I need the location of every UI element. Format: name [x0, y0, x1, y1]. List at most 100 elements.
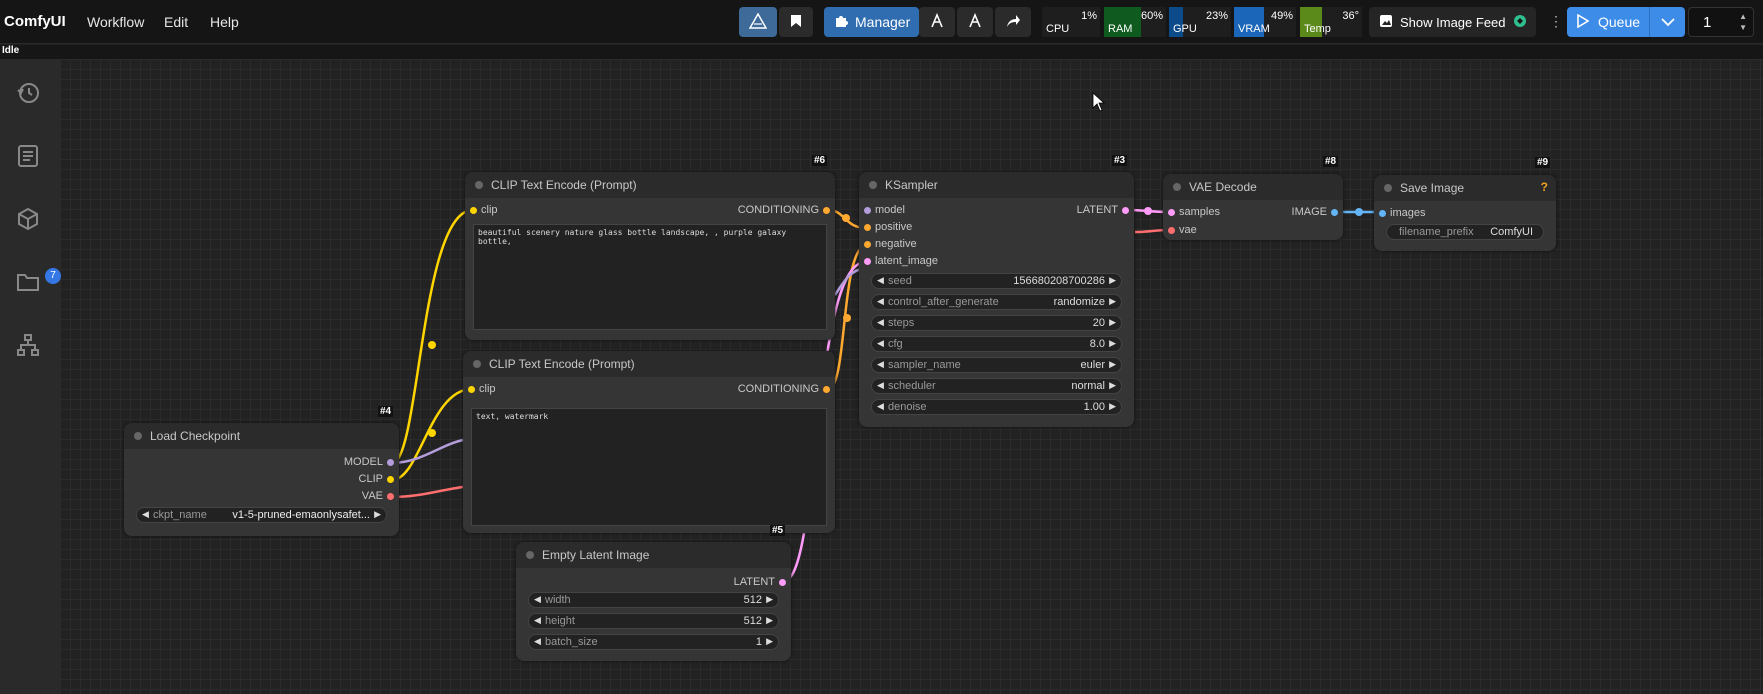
bookmark-button[interactable] [779, 7, 813, 37]
prompt-textarea[interactable]: beautiful scenery nature glass bottle la… [473, 224, 827, 330]
menu-help[interactable]: Help [210, 14, 239, 30]
node-header[interactable]: CLIP Text Encode (Prompt) [463, 351, 835, 377]
conditioning-output-pin[interactable] [823, 207, 830, 214]
document-icon[interactable] [14, 142, 42, 170]
decrement-arrow-icon[interactable]: ◀ [534, 636, 541, 646]
node-header[interactable]: Load Checkpoint [124, 423, 399, 449]
increment-arrow-icon[interactable]: ▶ [1109, 401, 1116, 411]
image-icon [1379, 14, 1393, 31]
decrement-arrow-icon[interactable]: ◀ [534, 594, 541, 604]
menu-workflow[interactable]: Workflow [87, 14, 145, 30]
batch-count-input[interactable]: 1 ▲▼ [1688, 7, 1754, 37]
samples-input-pin[interactable] [1168, 209, 1175, 216]
collapse-dot[interactable] [1384, 184, 1392, 192]
clip-input-pin[interactable] [468, 386, 475, 393]
positive-input-pin[interactable] [864, 224, 871, 231]
node-header[interactable]: Save Image ? [1374, 175, 1556, 201]
vae-decode-node[interactable]: VAE Decode samples vae IMAGE [1163, 174, 1343, 240]
custom-nodes-button[interactable] [919, 7, 955, 37]
share-button[interactable] [995, 7, 1031, 37]
clip-input-pin[interactable] [470, 207, 477, 214]
collapse-dot[interactable] [473, 360, 481, 368]
decrement-arrow-icon[interactable]: ◀ [142, 509, 149, 519]
increment-arrow-icon[interactable]: ▶ [374, 509, 381, 519]
decrement-arrow-icon[interactable]: ◀ [877, 401, 884, 411]
clip-output-pin[interactable] [387, 476, 394, 483]
negative-input-pin[interactable] [864, 241, 871, 248]
decrement-arrow-icon[interactable]: ◀ [877, 359, 884, 369]
clip-text-encode-positive-node[interactable]: CLIP Text Encode (Prompt) clip CONDITION… [465, 172, 835, 340]
folder-icon[interactable]: 7 [14, 268, 61, 296]
increment-arrow-icon[interactable]: ▶ [766, 615, 773, 625]
images-input-pin[interactable] [1379, 210, 1386, 217]
collapse-dot[interactable] [475, 181, 483, 189]
image-output-pin[interactable] [1331, 209, 1338, 216]
load-checkpoint-node[interactable]: Load Checkpoint MODEL CLIP VAE ◀ckpt_nam… [124, 423, 399, 536]
decrement-arrow-icon[interactable]: ◀ [877, 296, 884, 306]
pointer-icon-2 [967, 12, 983, 32]
workflow-tree-icon[interactable] [14, 331, 42, 359]
decrement-arrow-icon[interactable]: ◀ [877, 317, 884, 327]
manager-button[interactable]: Manager [824, 7, 919, 37]
decrement-arrow-icon[interactable]: ◀ [877, 380, 884, 390]
history-icon[interactable] [14, 79, 42, 107]
collapse-dot[interactable] [1173, 183, 1181, 191]
ksampler-node[interactable]: KSampler model positive negative latent_… [859, 172, 1134, 427]
vram-label: VRAM [1238, 23, 1270, 35]
help-icon[interactable]: ? [1540, 180, 1548, 194]
decrement-arrow-icon[interactable]: ◀ [877, 338, 884, 348]
latent-image-input-pin[interactable] [864, 258, 871, 265]
model-output-pin[interactable] [387, 459, 394, 466]
node-header[interactable]: KSampler [859, 172, 1134, 198]
vae-input-pin[interactable] [1168, 227, 1175, 234]
node-header[interactable]: Empty Latent Image [516, 542, 791, 568]
menu-edit[interactable]: Edit [164, 14, 189, 30]
cube-icon[interactable] [14, 205, 42, 233]
increment-arrow-icon[interactable]: ▶ [1109, 359, 1116, 369]
comfy-logo-button[interactable] [739, 7, 777, 37]
collapse-dot[interactable] [526, 551, 534, 559]
prompt-textarea[interactable]: text, watermark [471, 408, 827, 526]
model-input-pin[interactable] [864, 207, 871, 214]
show-image-feed-button[interactable]: Show Image Feed [1369, 7, 1536, 37]
increment-arrow-icon[interactable]: ▶ [1109, 317, 1116, 327]
clip-text-encode-negative-node[interactable]: CLIP Text Encode (Prompt) clip CONDITION… [463, 351, 835, 533]
increment-arrow-icon[interactable]: ▶ [1109, 275, 1116, 285]
node-header[interactable]: VAE Decode [1163, 174, 1343, 200]
node-header[interactable]: CLIP Text Encode (Prompt) [465, 172, 835, 198]
increment-arrow-icon[interactable]: ▶ [766, 636, 773, 646]
increment-arrow-icon[interactable]: ▶ [766, 594, 773, 604]
latent-output-pin[interactable] [779, 579, 786, 586]
queue-options-button[interactable] [1649, 7, 1685, 37]
status-bar: Idle [0, 45, 1763, 59]
positive-input-label: positive [875, 221, 913, 233]
queue-button[interactable]: Queue [1567, 7, 1649, 37]
decrement-arrow-icon[interactable]: ◀ [877, 275, 884, 285]
vae-output-pin[interactable] [387, 493, 394, 500]
increment-arrow-icon[interactable]: ▶ [1109, 296, 1116, 306]
batch-count-stepper[interactable]: ▲▼ [1739, 12, 1747, 32]
collapse-dot[interactable] [134, 432, 142, 440]
conditioning-output-pin[interactable] [823, 386, 830, 393]
drag-handle[interactable]: ⋮ [1549, 13, 1563, 29]
increment-arrow-icon[interactable]: ▶ [1109, 338, 1116, 348]
latent-output-pin[interactable] [1122, 207, 1129, 214]
increment-arrow-icon[interactable]: ▶ [1109, 380, 1116, 390]
decrement-arrow-icon[interactable]: ◀ [534, 615, 541, 625]
model-manager-button[interactable] [957, 7, 993, 37]
collapse-dot[interactable] [869, 181, 877, 189]
